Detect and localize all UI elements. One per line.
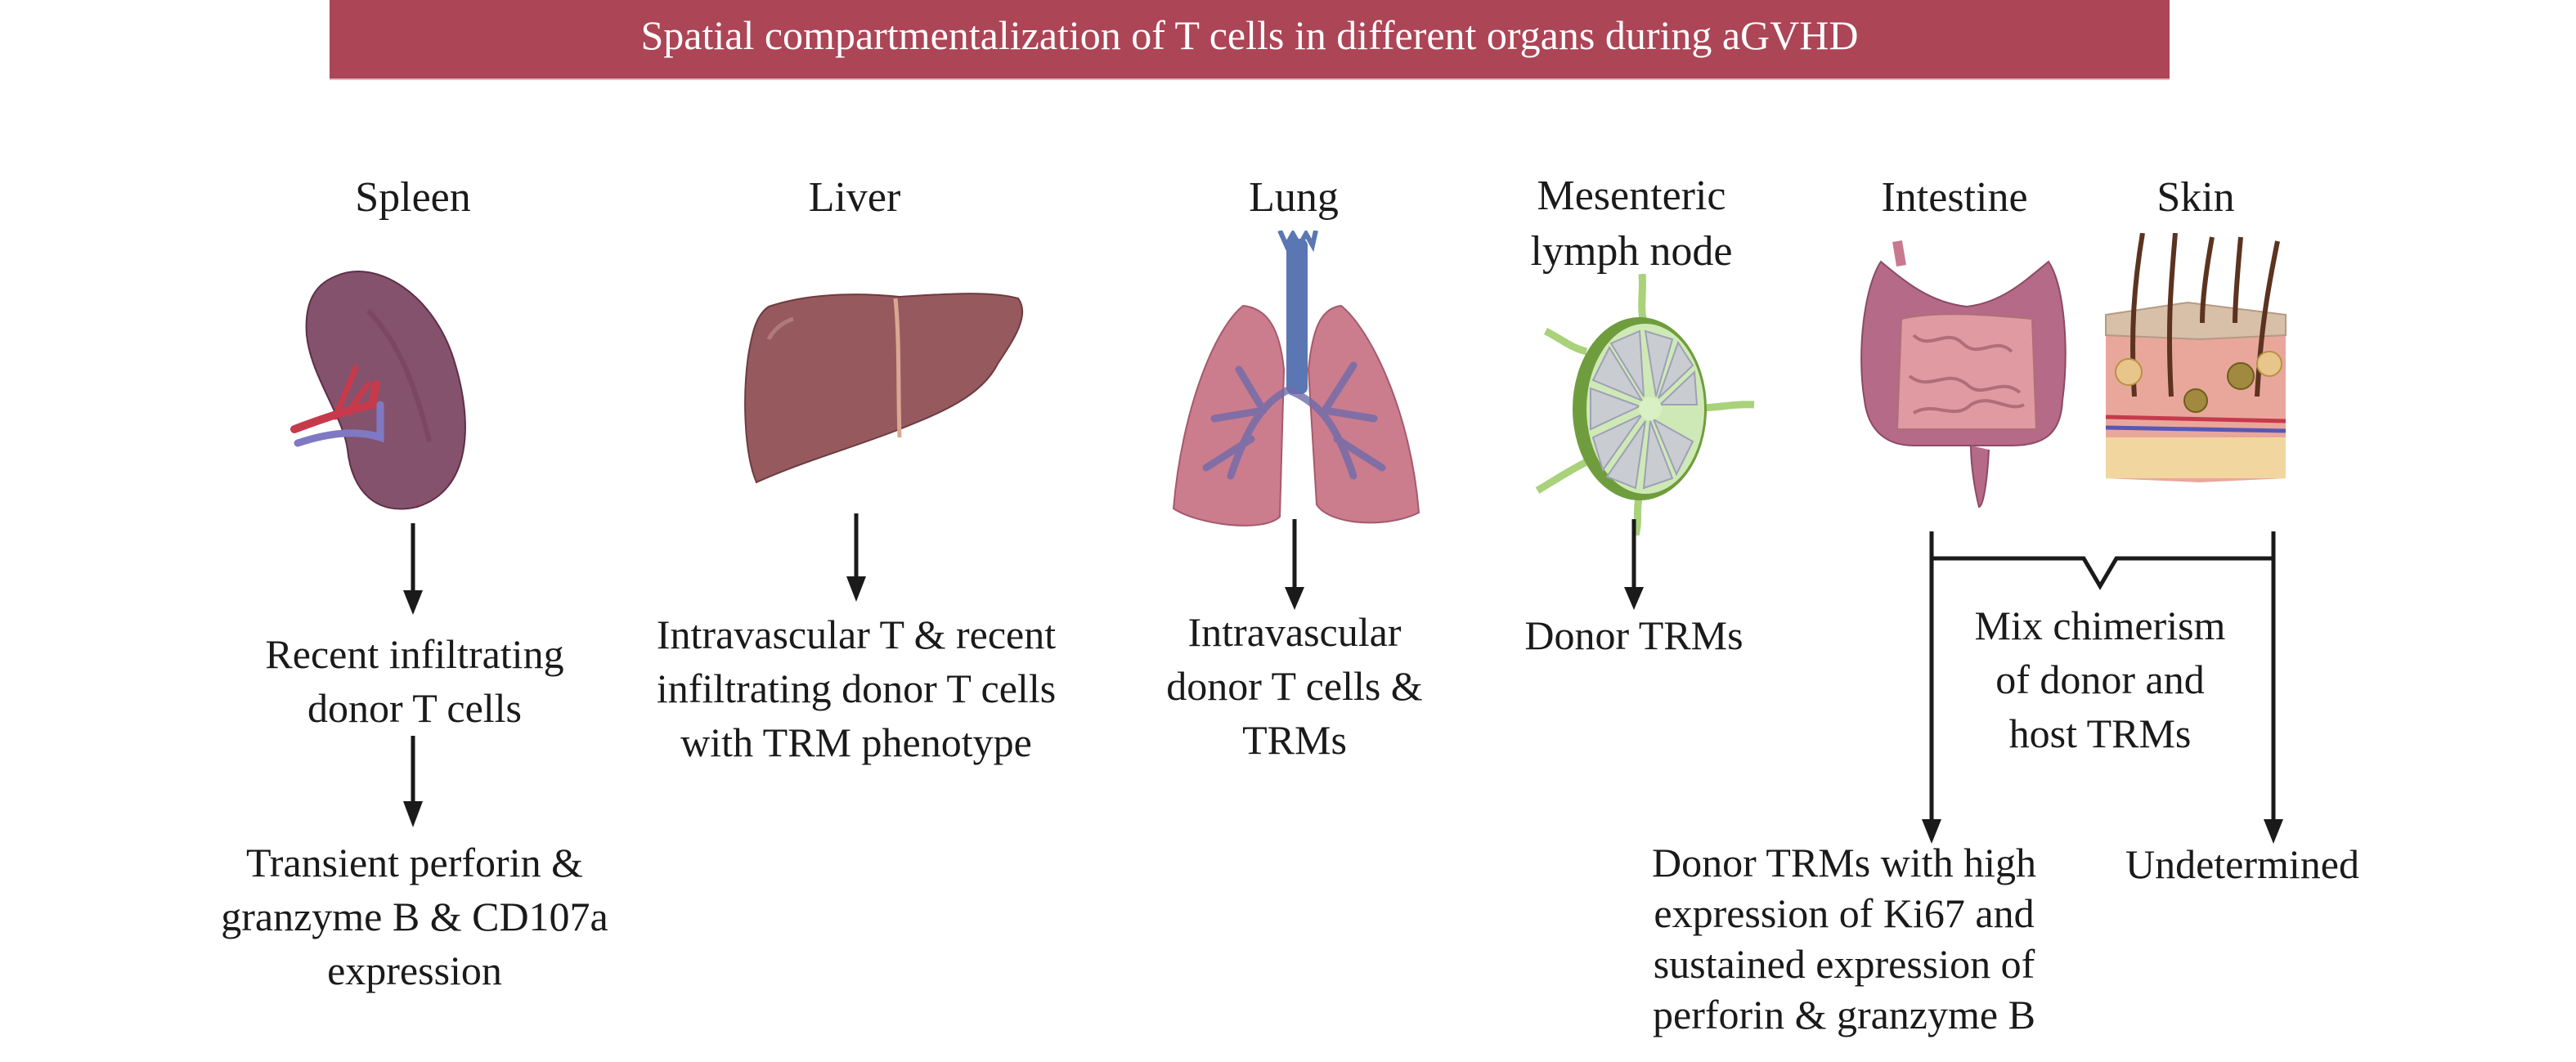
text-line: with TRM phenotype — [680, 719, 1032, 765]
organ-label-intestine: Intestine — [1881, 174, 2028, 221]
arrowhead — [846, 576, 866, 602]
arrowhead — [403, 801, 423, 827]
text-line: perforin & granzyme B — [1653, 992, 2035, 1037]
text-line: Recent infiltrating — [265, 631, 564, 677]
mln-outcome: Donor TRMs — [1524, 608, 1743, 662]
text-line: TRMs — [1242, 717, 1347, 763]
bracket-brace — [1932, 556, 2273, 590]
organ-label-line: lymph node — [1530, 228, 1733, 275]
spleen-icon — [290, 271, 466, 510]
spleen-outcome-step2: Transient perforin & granzyme B & CD107a… — [221, 836, 608, 997]
text-line: Donor TRMs with high — [1652, 840, 2036, 885]
lymph-node-icon — [1535, 274, 1755, 535]
organ-label-skin: Skin — [2156, 174, 2235, 221]
arrowhead — [403, 590, 423, 615]
arrowhead — [2264, 819, 2283, 844]
text-line: expression — [327, 948, 502, 993]
spleen-outcome-step1: Recent infiltrating donor T cells — [265, 627, 563, 735]
text-line: expression of Ki67 and — [1654, 890, 2035, 936]
intestine-icon — [1860, 240, 2067, 509]
text-line: granzyme B & CD107a — [221, 894, 608, 939]
intestine-outcome: Donor TRMs with high expression of Ki67 … — [1652, 837, 2036, 1040]
text-line: host TRMs — [2008, 710, 2192, 756]
skin-outcome: Undetermined — [2125, 837, 2359, 891]
text-line: donor T cells — [307, 685, 523, 731]
arrowhead — [1922, 819, 1941, 844]
text-line: Intravascular — [1187, 609, 1402, 655]
text-line: infiltrating donor T cells — [656, 665, 1057, 711]
liver-outcome: Intravascular T & recent infiltrating do… — [657, 607, 1056, 769]
text-line: sustained expression of — [1653, 941, 2035, 987]
intestine-skin-shared-outcome: Mix chimerism of donor and host TRMs — [1975, 598, 2226, 760]
text-line: Donor TRMs — [1524, 612, 1744, 658]
text-line: donor T cells & — [1166, 663, 1423, 709]
liver-icon — [744, 293, 1024, 484]
text-line: Transient perforin & — [245, 840, 583, 885]
organ-label-mesenteric-lymph-node: Mesenteric lymph node — [1531, 168, 1733, 280]
organ-label-lung: Lung — [1249, 174, 1339, 221]
lung-icon — [1172, 231, 1420, 527]
text-line: Mix chimerism — [1974, 603, 2226, 648]
arrowhead — [1285, 587, 1304, 610]
organ-label-line: Mesenteric — [1537, 173, 1726, 219]
text-line: of donor and — [1995, 656, 2205, 702]
organ-label-spleen: Spleen — [355, 174, 471, 221]
title-banner: Spatial compartmentalization of T cells … — [330, 0, 2170, 80]
diagram-title: Spatial compartmentalization of T cells … — [640, 12, 1859, 58]
skin-icon — [2105, 233, 2287, 482]
text-line: Undetermined — [2125, 841, 2360, 887]
text-line: Intravascular T & recent — [656, 612, 1057, 657]
organ-label-liver: Liver — [808, 174, 901, 221]
lung-outcome: Intravascular donor T cells & TRMs — [1166, 605, 1422, 767]
arrowhead — [1624, 587, 1644, 610]
